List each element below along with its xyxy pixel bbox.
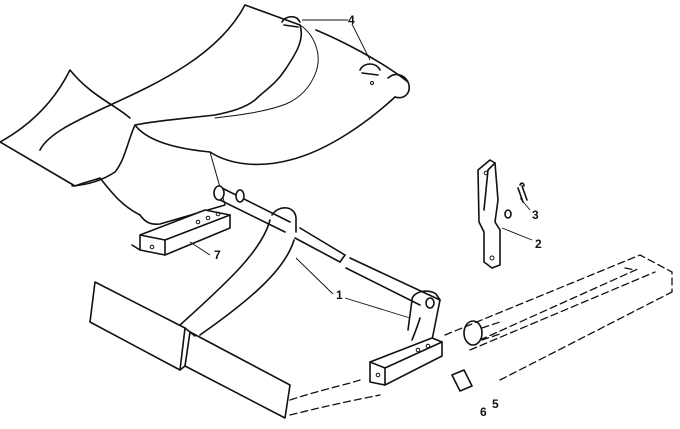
spacer-block <box>451 369 473 392</box>
front-bumper-panel <box>89 281 291 419</box>
mounting-bracket-right <box>369 337 443 386</box>
callout-2: 2 <box>535 237 542 251</box>
support-frame-axle <box>179 185 441 341</box>
mounting-bracket-left <box>131 209 231 256</box>
callout-6: 6 <box>480 405 487 419</box>
callout-4: 4 <box>348 13 355 27</box>
callout-labels: 4 3 2 7 1 5 6 <box>214 13 542 419</box>
phantom-machine-frame <box>289 254 673 416</box>
cotter-pin <box>517 182 528 203</box>
callout-3: 3 <box>532 208 539 222</box>
offset-bracket <box>477 159 512 269</box>
shroud-curtain <box>0 4 410 225</box>
callout-1: 1 <box>336 288 343 302</box>
leader-lines <box>189 19 533 319</box>
callout-5: 5 <box>492 397 499 411</box>
callout-7: 7 <box>214 248 221 262</box>
